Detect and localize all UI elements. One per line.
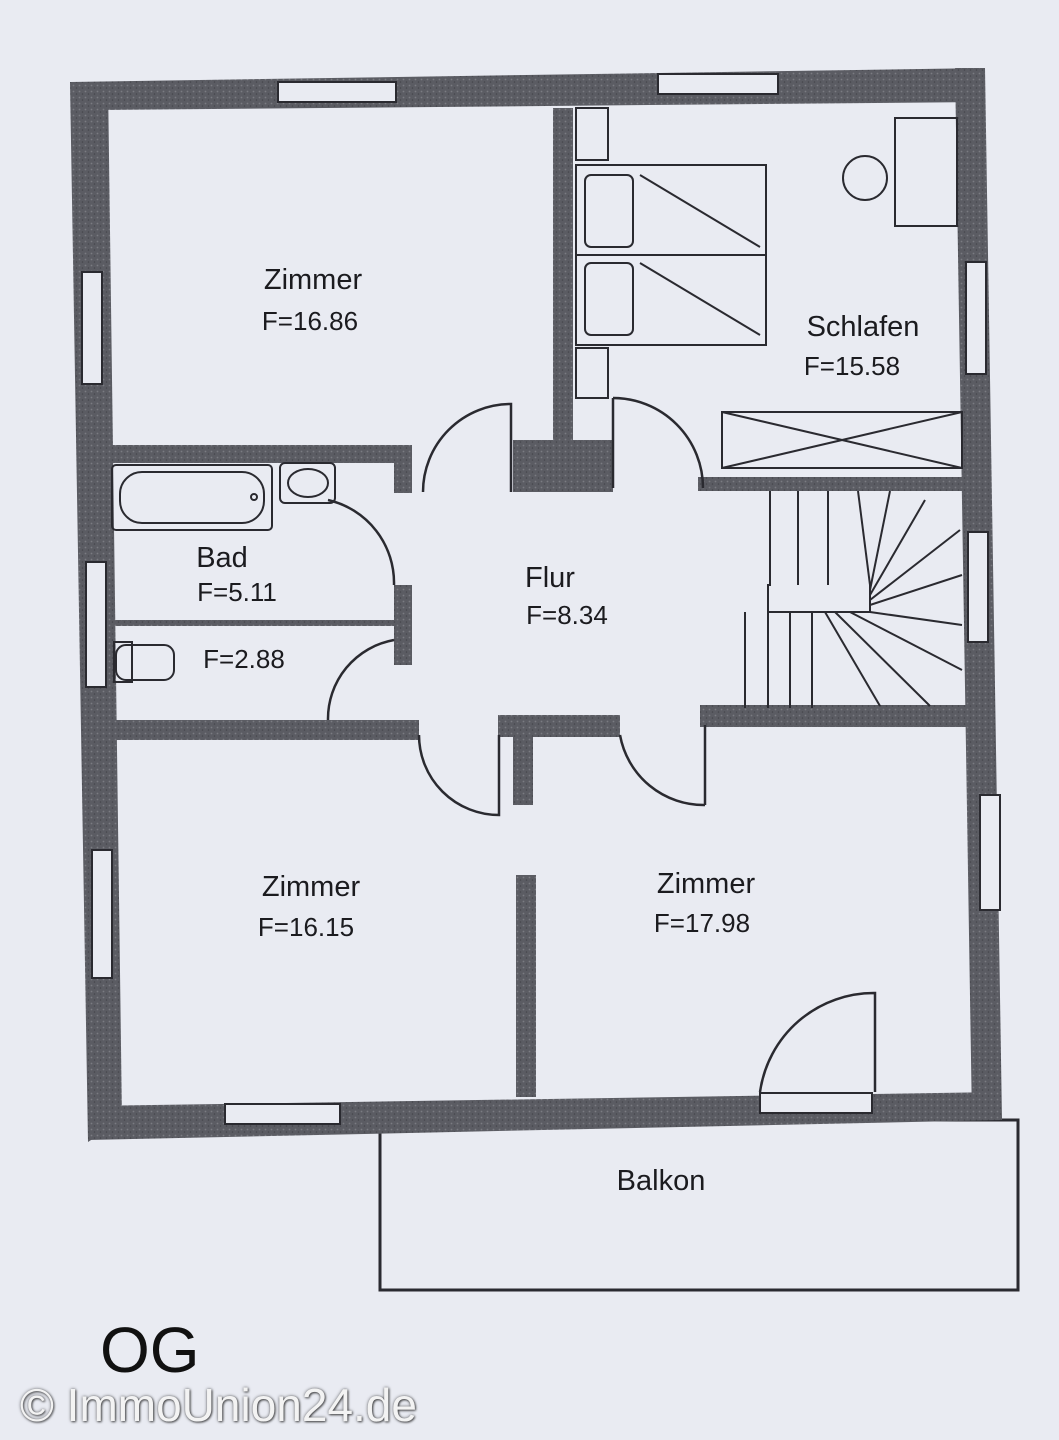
wardrobe [721,411,963,469]
doors [326,396,877,1093]
interior-walls [102,108,970,1097]
room-name-flur: Flur [525,562,575,594]
bathtub [111,464,273,531]
room-area-zimmer-top-left: F=16.86 [262,306,358,336]
balkon-outline [378,1118,1020,1292]
room-area-wc: F=2.88 [203,644,285,674]
room-area-zimmer-bottom-left: F=16.15 [258,912,354,942]
bathroom-fixtures [111,462,336,683]
toilet [115,644,175,681]
room-name-zimmer-bottom-right: Zimmer [657,868,756,900]
washbasin [279,462,336,504]
desk [894,117,958,227]
floor-label: OG [100,1314,200,1386]
room-name-zimmer-bottom-left: Zimmer [262,871,361,903]
room-area-flur: F=8.34 [526,600,608,630]
room-name-balkon: Balkon [617,1165,706,1197]
room-area-zimmer-bottom-right: F=17.98 [654,908,750,938]
room-area-schlafen: F=15.58 [804,351,900,381]
room-area-bad: F=5.11 [197,577,277,607]
staircase [744,490,963,708]
chair [842,155,888,201]
watermark: © ImmoUnion24.de [20,1379,417,1431]
bedroom-furniture [575,107,963,469]
windows [81,73,1001,1125]
room-name-zimmer-top-left: Zimmer [264,264,363,296]
room-name-schlafen: Schlafen [807,311,920,343]
room-name-bad: Bad [196,542,248,574]
